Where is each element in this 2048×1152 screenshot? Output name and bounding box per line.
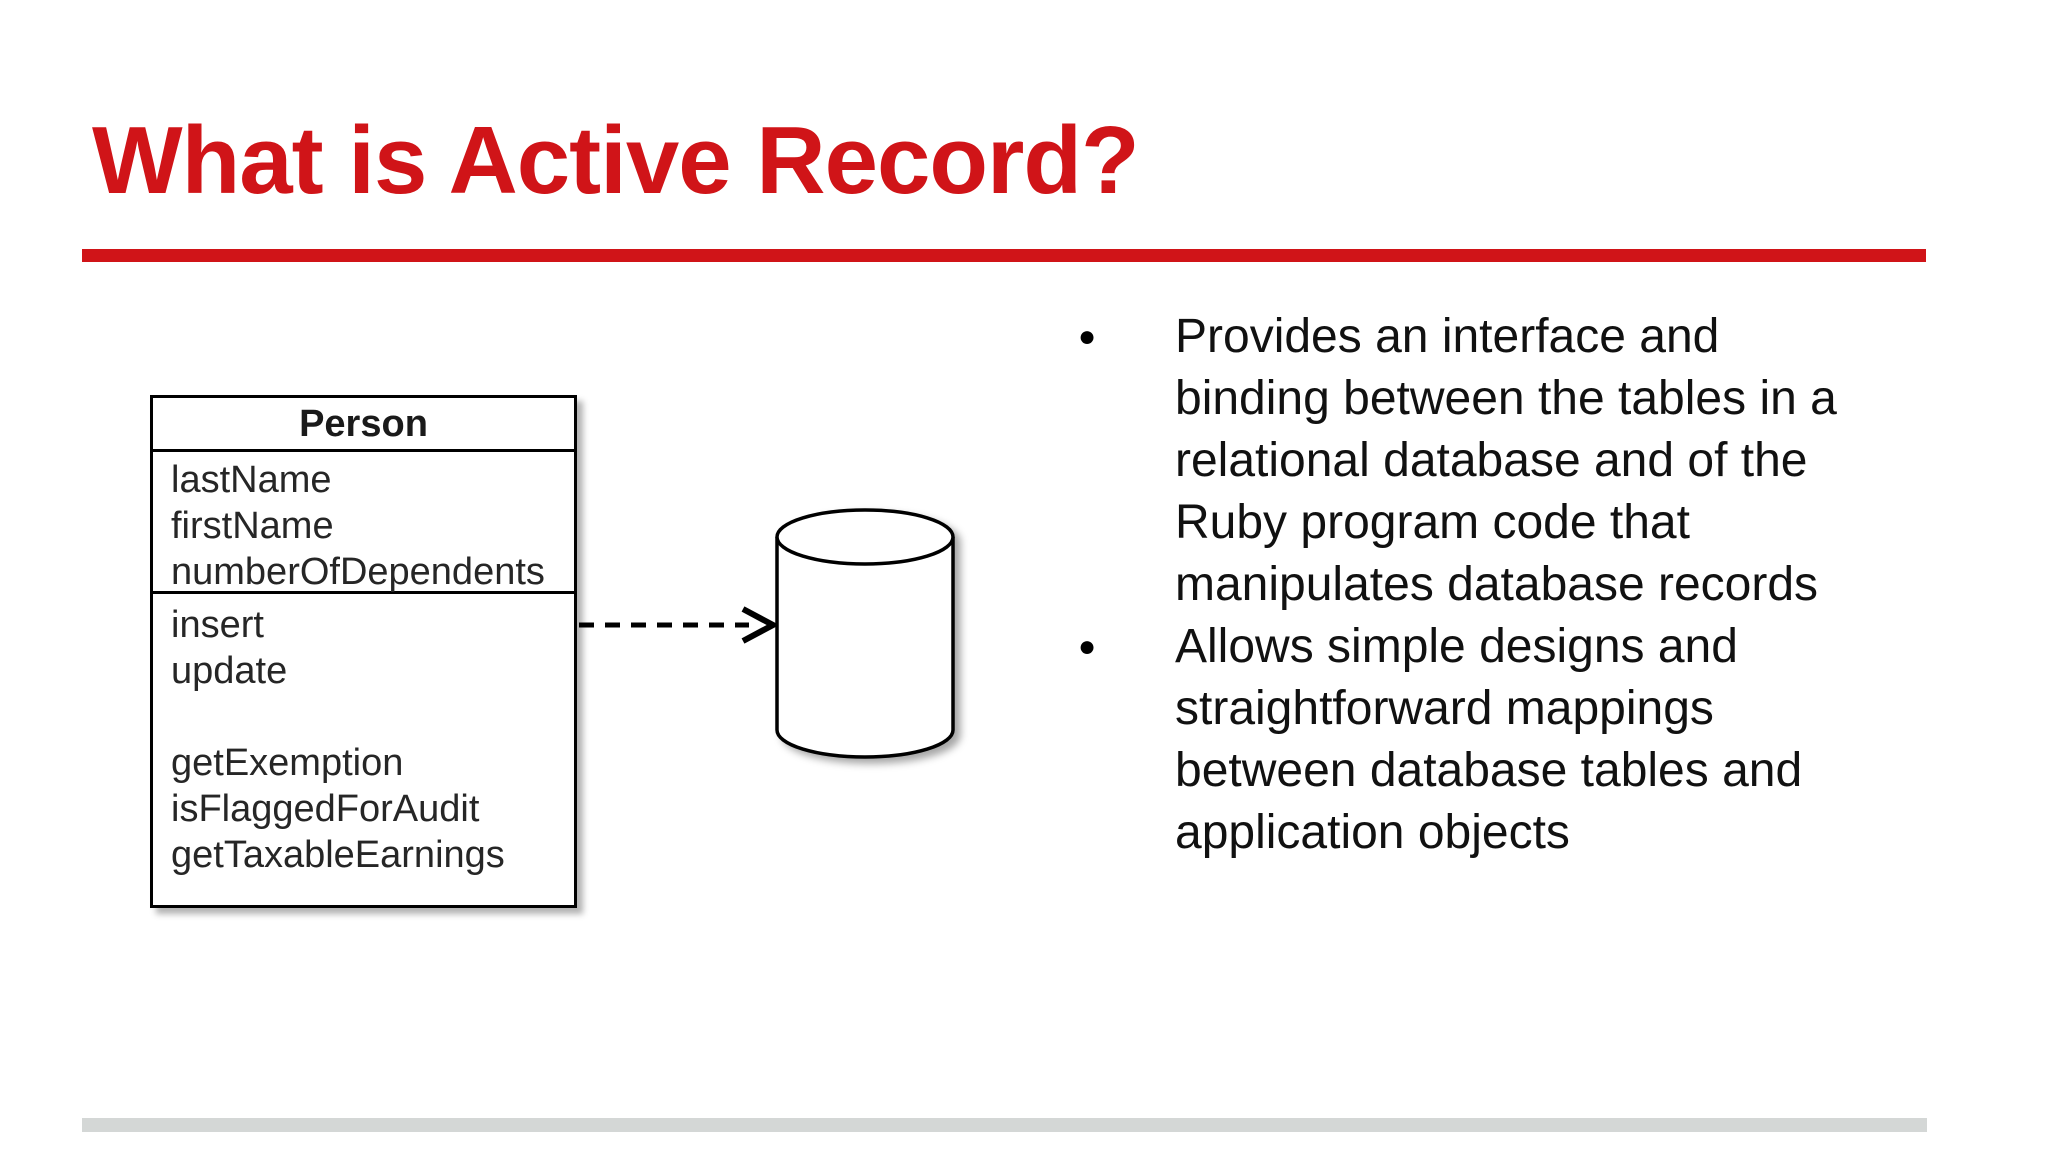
uml-methods-primary: insert update — [171, 604, 288, 692]
uml-class-attributes: lastName firstName numberOfDependents — [153, 452, 574, 594]
bullet-text: Allows simple designs and straightforwar… — [1175, 620, 1803, 859]
bullet-item: ● Allows simple designs and straightforwa… — [1078, 616, 1958, 864]
bullet-dot-icon: ● — [1078, 320, 1097, 353]
bullet-dot-icon: ● — [1078, 630, 1097, 663]
bullet-text: Provides an interface and binding betwee… — [1175, 310, 1837, 611]
bullet-item: ● Provides an interface and binding betwe… — [1078, 306, 1958, 616]
uml-methods-secondary: getExemption isFlaggedForAudit getTaxabl… — [171, 742, 505, 876]
uml-class-box: Person lastName firstName numberOfDepend… — [150, 395, 577, 908]
slide-title: What is Active Record? — [92, 107, 1140, 214]
database-cylinder-icon — [775, 508, 955, 759]
uml-class-name: Person — [153, 398, 574, 452]
uml-class-methods: insert update getExemption isFlaggedForA… — [153, 594, 574, 878]
footer-rule — [82, 1118, 1927, 1132]
bullet-list: ● Provides an interface and binding betwe… — [1078, 306, 1958, 864]
title-underline-rule — [82, 249, 1926, 262]
dashed-arrow-icon — [579, 606, 780, 644]
